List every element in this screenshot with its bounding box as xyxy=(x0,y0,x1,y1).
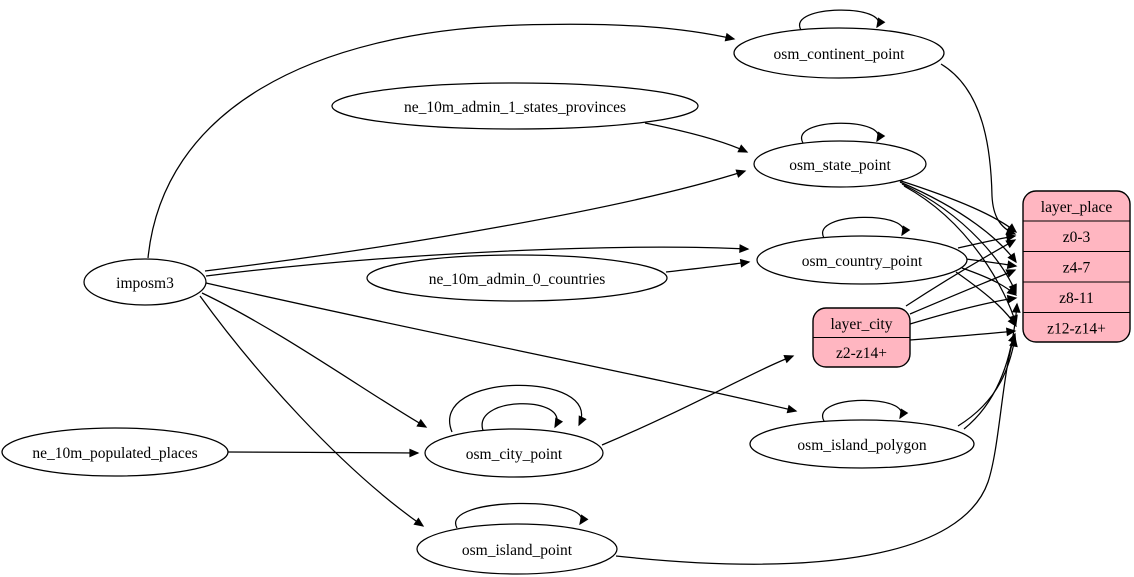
layer-city-row-z2-z14: z2-z14+ xyxy=(836,345,887,362)
edge-city-layercity xyxy=(601,355,795,446)
edge-imposm3-island-polygon xyxy=(205,282,798,414)
layer-place-row-z0-3: z0-3 xyxy=(1063,229,1091,246)
edge-ne0-country xyxy=(665,258,751,273)
edge-state-z4-7 xyxy=(899,181,1017,264)
node-osm-country-point: osm_country_point xyxy=(756,235,968,285)
edge-ne1-state xyxy=(644,122,749,153)
edge-islandpolygon-z8-11 xyxy=(963,302,1021,430)
edge-imposm3-city xyxy=(201,292,428,428)
selfloop-state xyxy=(800,122,886,144)
edge-state-z12-z14 xyxy=(903,185,1018,326)
edge-nepop-city xyxy=(227,448,420,458)
node-country-label: osm_country_point xyxy=(802,253,923,270)
edge-islandpoint-z12-z14 xyxy=(615,332,1017,565)
node-ne0-shape xyxy=(366,254,668,302)
node-country-shape xyxy=(756,235,968,285)
node-layer-place: layer_place z0-3 z4-7 z8-11 z12-z14+ xyxy=(1022,190,1131,343)
node-osm-island-polygon: osm_island_polygon xyxy=(749,419,975,469)
layer-place-row-z4-7: z4-7 xyxy=(1063,260,1091,277)
edge-imposm3-country xyxy=(205,244,750,277)
edge-layercity-z12-z14 xyxy=(909,327,1017,341)
node-imposm3-shape xyxy=(83,258,207,306)
selfloop-country xyxy=(821,216,911,239)
node-osm-state-point: osm_state_point xyxy=(753,140,927,188)
node-ne-10m-admin-0-countries: ne_10m_admin_0_countries xyxy=(366,254,668,302)
node-ne1-label: ne_10m_admin_1_states_provinces xyxy=(404,99,626,116)
node-osm-island-point: osm_island_point xyxy=(416,523,618,575)
node-city-shape xyxy=(424,428,604,478)
selfloop-islandpolygon xyxy=(821,399,909,422)
node-layer-city: layer_city z2-z14+ xyxy=(812,307,911,368)
layer-place-row-z8-11: z8-11 xyxy=(1059,290,1094,307)
edge-imposm3-state xyxy=(204,169,747,272)
node-nepop-shape xyxy=(1,427,229,477)
edge-imposm3-continent xyxy=(147,23,736,259)
edges-group xyxy=(147,9,1021,565)
node-nepop-label: ne_10m_populated_places xyxy=(32,445,197,462)
selfloop-islandpoint xyxy=(454,502,589,529)
selfloop-city-outer xyxy=(449,384,587,433)
edge-imposm3-island-point xyxy=(199,295,425,527)
selfloop-city-inner xyxy=(481,403,564,434)
node-islandpoint-shape xyxy=(416,523,618,575)
edge-islandpolygon-z12-z14 xyxy=(957,336,1018,427)
node-ne0-label: ne_10m_admin_0_countries xyxy=(429,271,606,288)
node-ne-10m-admin-1-states-provinces: ne_10m_admin_1_states_provinces xyxy=(331,82,699,130)
edge-country-z12-z14 xyxy=(955,271,1017,328)
node-osm-city-point: osm_city_point xyxy=(424,428,604,478)
selfloop-continent xyxy=(798,9,886,31)
layer-place-title: layer_place xyxy=(1041,199,1113,216)
edge-country-z8-11 xyxy=(961,267,1018,296)
layer-place-box xyxy=(1022,190,1131,343)
edge-country-z0-3 xyxy=(957,232,1017,249)
node-continent-shape xyxy=(733,27,945,79)
node-islandpolygon-label: osm_island_polygon xyxy=(797,437,926,454)
node-imposm3: imposm3 xyxy=(83,258,207,306)
edge-layercity-z8-11 xyxy=(909,294,1018,325)
edge-state-z0-3 xyxy=(897,179,1018,233)
node-ne-10m-populated-places: ne_10m_populated_places xyxy=(1,427,229,477)
edge-country-z4-7 xyxy=(965,258,1018,270)
layer-place-row-z12-z14: z12-z14+ xyxy=(1047,321,1106,338)
node-osm-continent-point: osm_continent_point xyxy=(733,27,945,79)
node-continent-label: osm_continent_point xyxy=(774,46,906,63)
layer-city-title: layer_city xyxy=(831,316,893,333)
node-state-label: osm_state_point xyxy=(789,157,891,174)
edge-layercity-z0-3 xyxy=(905,239,1017,307)
node-state-shape xyxy=(753,140,927,188)
node-imposm3-label: imposm3 xyxy=(116,275,174,292)
node-islandpoint-label: osm_island_point xyxy=(462,542,573,559)
edge-layercity-z4-7 xyxy=(909,269,1017,315)
node-city-label: osm_city_point xyxy=(466,446,563,463)
node-islandpolygon-shape xyxy=(749,419,975,469)
edge-state-z8-11 xyxy=(901,183,1017,295)
node-ne1-shape xyxy=(331,82,699,130)
edge-continent-z0-3 xyxy=(940,63,1017,235)
